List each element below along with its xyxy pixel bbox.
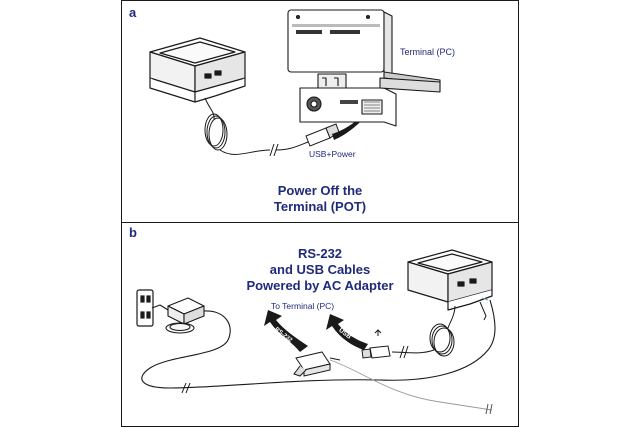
coiled-cable-a xyxy=(204,97,309,157)
rs232-arrow: RS-232 xyxy=(264,310,308,352)
terminal-pc xyxy=(287,9,441,127)
title-line-2: and USB Cables xyxy=(269,262,371,277)
wall-outlet xyxy=(136,289,154,327)
plug-arrow-a xyxy=(332,96,380,140)
rs232-connector-b xyxy=(293,351,341,377)
terminal-label: Terminal (PC) xyxy=(400,47,456,57)
coiled-cable-b xyxy=(391,297,489,359)
usb-arrow: USB xyxy=(326,314,368,350)
usb-power-label: USB+Power xyxy=(309,149,356,159)
cable-break-mark-2 xyxy=(485,403,493,415)
panel-b-letter: b xyxy=(129,225,137,240)
caption-line-1: Power Off the xyxy=(277,183,363,198)
usb-connector-a xyxy=(305,123,340,147)
title-line-3: Powered by AC Adapter xyxy=(246,278,394,293)
title-line-1: RS-232 xyxy=(297,246,343,261)
panel-a-letter: a xyxy=(129,5,137,20)
panel-a-caption: Power Off the Terminal (POT) xyxy=(245,183,395,215)
panel-b-title: RS-232 and USB Cables Powered by AC Adap… xyxy=(230,246,410,294)
thin-cable-b xyxy=(329,359,493,411)
scanner-device-b xyxy=(407,249,493,311)
cable-break-mark xyxy=(181,382,191,394)
caption-line-2: Terminal (POT) xyxy=(273,199,367,214)
scanner-device-a xyxy=(149,37,246,103)
ac-adapter xyxy=(151,297,205,334)
power-cable-b xyxy=(141,299,496,389)
usb-plug-b xyxy=(361,329,391,359)
to-terminal-label: To Terminal (PC) xyxy=(271,301,335,311)
